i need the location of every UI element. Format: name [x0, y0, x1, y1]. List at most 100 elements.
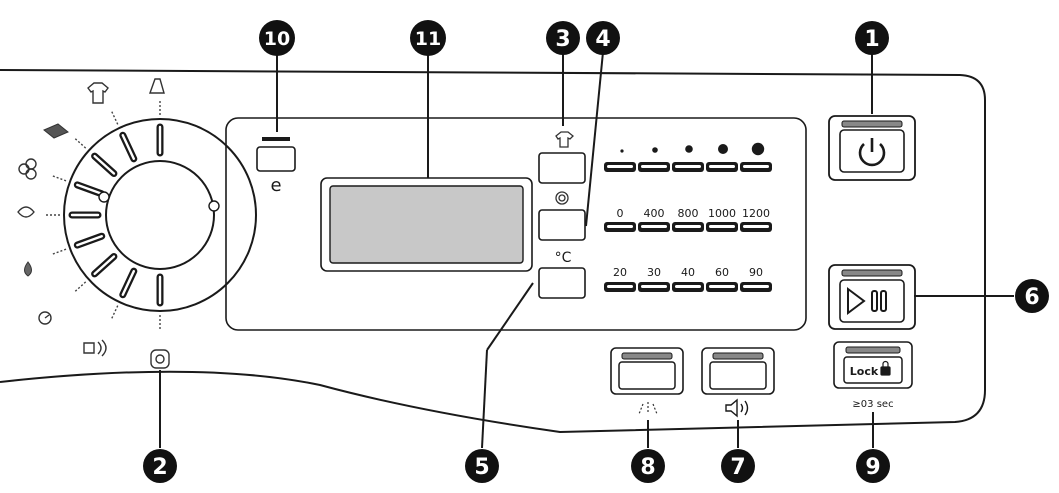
callout-leader-lines — [159, 51, 1014, 449]
temperature-labels: 20 30 40 60 90 — [613, 266, 763, 279]
dial-dot-leader — [110, 305, 119, 321]
dial-tick-highlight — [76, 183, 103, 195]
power-indicator-bar — [841, 120, 903, 128]
dial-knurl — [98, 191, 110, 203]
indicator-led-rows — [604, 162, 772, 292]
spin-level-led-highlight — [675, 225, 701, 228]
panel-outline — [0, 69, 986, 434]
soil-level-led-highlight — [641, 165, 667, 168]
svg-text:8: 8 — [640, 455, 655, 480]
sound-indicator-bar — [712, 352, 764, 360]
callout-10: 10 — [259, 20, 295, 56]
spin-speed-label: 1000 — [708, 207, 736, 220]
sound-button[interactable] — [709, 361, 767, 390]
svg-text:9: 9 — [865, 455, 880, 480]
soil-level-dots — [620, 142, 765, 156]
eco-button[interactable] — [256, 146, 296, 172]
dial-dot-leader — [110, 109, 119, 125]
start-pause-indicator-bar — [841, 269, 903, 277]
dial-dot-leader — [50, 248, 67, 256]
spin-speed-button[interactable] — [538, 209, 586, 241]
dial-dot-leader — [73, 136, 87, 149]
temp-level-led-highlight — [641, 285, 667, 288]
temperature-label: 30 — [647, 266, 661, 279]
callout-1: 1 — [855, 21, 889, 55]
dial-tick-highlight — [121, 134, 135, 161]
cotton-program-icon — [18, 158, 37, 180]
temp-level-led-highlight — [709, 285, 735, 288]
play-pause-icon — [847, 287, 887, 315]
dial-dot-leader — [50, 174, 67, 182]
callout-5: 5 — [465, 449, 499, 483]
spin-level-led-highlight — [641, 225, 667, 228]
dial-tick-marks — [68, 123, 220, 307]
temperature-unit-label: °C — [555, 250, 572, 266]
temp-level-led-highlight — [743, 285, 769, 288]
spin-level-led-highlight — [709, 225, 735, 228]
power-icon — [858, 138, 886, 167]
spin-level-led-highlight — [607, 225, 633, 228]
soil-level-button[interactable] — [538, 152, 586, 184]
lock-button-label: Lock — [850, 365, 879, 378]
rinse-indicator-bar — [621, 352, 673, 360]
svg-text:3: 3 — [555, 27, 570, 52]
spray-icon — [638, 402, 658, 415]
callout-3: 3 — [546, 21, 580, 55]
lock-hold-hint: ≥03 sec — [852, 399, 893, 410]
svg-text:2: 2 — [152, 455, 167, 480]
dial-dot-leaders — [44, 99, 161, 331]
synthetic-program-icon — [17, 206, 35, 218]
quick-program-icon — [38, 311, 52, 325]
spin-icon — [555, 191, 569, 205]
lcd-display — [329, 185, 524, 264]
callout-9: 9 — [856, 449, 890, 483]
callout-2: 2 — [143, 449, 177, 483]
spin-speed-label: 400 — [644, 207, 665, 220]
iron-program-icon — [149, 78, 165, 94]
callout-11: 11 — [410, 20, 446, 56]
inner-panel — [225, 117, 807, 331]
dial-tick-highlight — [76, 235, 103, 247]
temperature-label: 20 — [613, 266, 627, 279]
soil-level-led-highlight — [607, 165, 633, 168]
spin-program-icon — [83, 339, 107, 357]
drop-program-icon — [24, 261, 32, 277]
spin-level-led-highlight — [743, 225, 769, 228]
dial-dot-leader — [73, 281, 87, 294]
callout-4: 4 — [586, 21, 620, 55]
svg-text:11: 11 — [415, 28, 441, 50]
soil-level-led-highlight — [709, 165, 735, 168]
soil-level-led-highlight — [675, 165, 701, 168]
dial-tick-highlight — [93, 255, 116, 276]
soil-level-icon — [555, 131, 574, 148]
eco-button-label: e — [270, 175, 281, 196]
temperature-label: 40 — [681, 266, 695, 279]
temperature-label: 90 — [749, 266, 763, 279]
svg-text:1: 1 — [864, 27, 879, 52]
soil-level-led-highlight — [743, 165, 769, 168]
spin-speed-label: 800 — [678, 207, 699, 220]
temperature-label: 60 — [715, 266, 729, 279]
callout-7: 7 — [721, 449, 755, 483]
speaker-icon — [725, 398, 749, 418]
dial-tick-highlight — [93, 154, 116, 175]
shirt-program-icon — [87, 82, 109, 104]
svg-text:5: 5 — [474, 455, 489, 480]
eco-indicator-bar — [262, 137, 290, 141]
spin-speed-label: 1200 — [742, 207, 770, 220]
rinse-button[interactable] — [618, 361, 676, 390]
program-dial[interactable] — [44, 99, 257, 331]
temperature-button[interactable] — [538, 267, 586, 299]
svg-text:7: 7 — [730, 455, 745, 480]
svg-text:4: 4 — [595, 27, 610, 52]
off-position-icon — [150, 349, 170, 369]
dial-tick-highlight — [121, 269, 135, 296]
padlock-icon — [880, 360, 891, 376]
svg-text:6: 6 — [1024, 285, 1039, 310]
wool-program-icon — [43, 123, 69, 139]
callout-8: 8 — [631, 449, 665, 483]
lock-indicator-bar — [845, 346, 901, 354]
